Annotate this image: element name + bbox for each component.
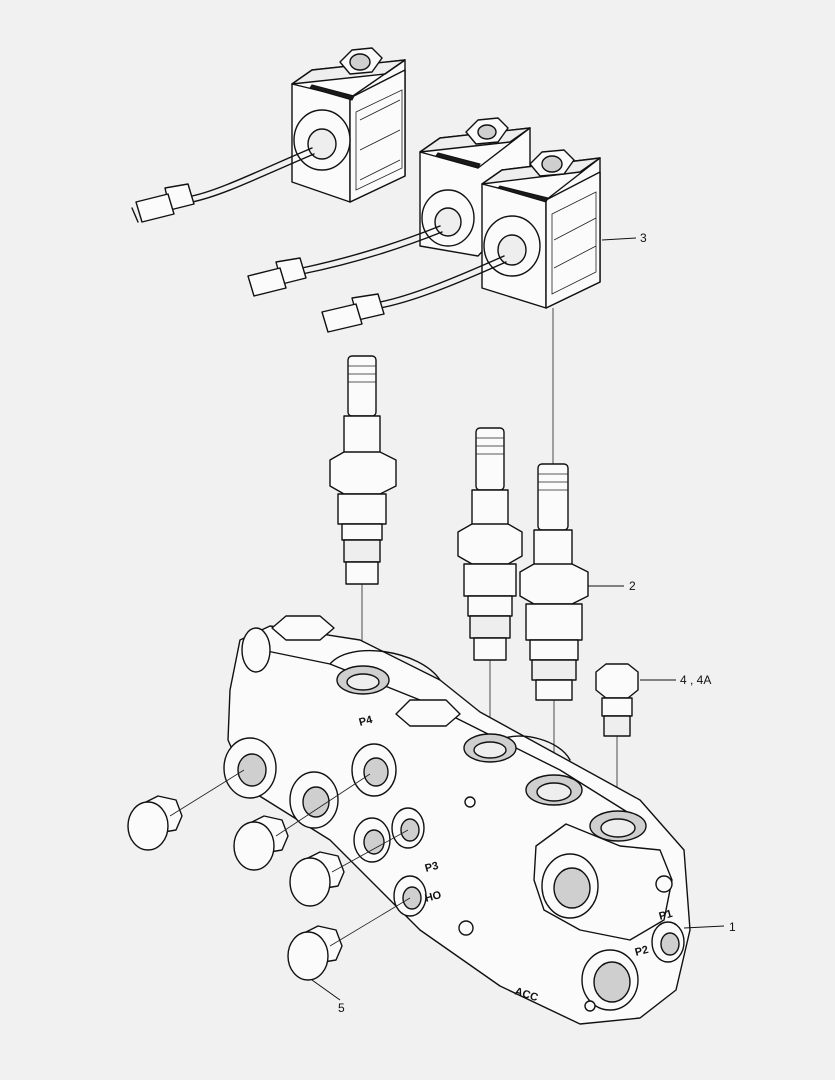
callout-2: 2: [629, 579, 636, 593]
solenoid-coil-1: [131, 47, 406, 223]
check-valve-plug: [595, 663, 639, 737]
plug-2: [233, 815, 289, 871]
port-label-ho: HO: [424, 889, 443, 905]
alignment-line: [169, 769, 245, 817]
callout-leader-1: [683, 925, 725, 929]
plug-1: [127, 795, 183, 851]
cartridge-valve-1: [329, 355, 397, 585]
alignment-line: [331, 829, 409, 873]
port-label-p1: P1: [658, 908, 674, 923]
callout-leader-3: [601, 237, 637, 241]
callout-3: 3: [640, 231, 647, 245]
callout-1: 1: [729, 920, 736, 934]
port-label-p2: P2: [634, 944, 650, 959]
plug-4: [287, 925, 343, 981]
alignment-line: [275, 773, 371, 837]
alignment-line: [329, 897, 411, 947]
cartridge-valve-3: [519, 463, 589, 701]
port-label-p4: P4: [358, 714, 375, 729]
callout-leader-5: [311, 979, 341, 1001]
plug-3: [289, 851, 345, 907]
callout-4-4a: 4 , 4A: [680, 673, 711, 687]
port-label-p3: P3: [424, 860, 440, 875]
valve-manifold-body: P4 P3 HO P1 P2 ACC: [223, 615, 691, 1025]
cartridge-valve-2: [457, 427, 523, 661]
callout-5: 5: [338, 1001, 345, 1015]
solenoid-coil-3: [321, 149, 601, 333]
